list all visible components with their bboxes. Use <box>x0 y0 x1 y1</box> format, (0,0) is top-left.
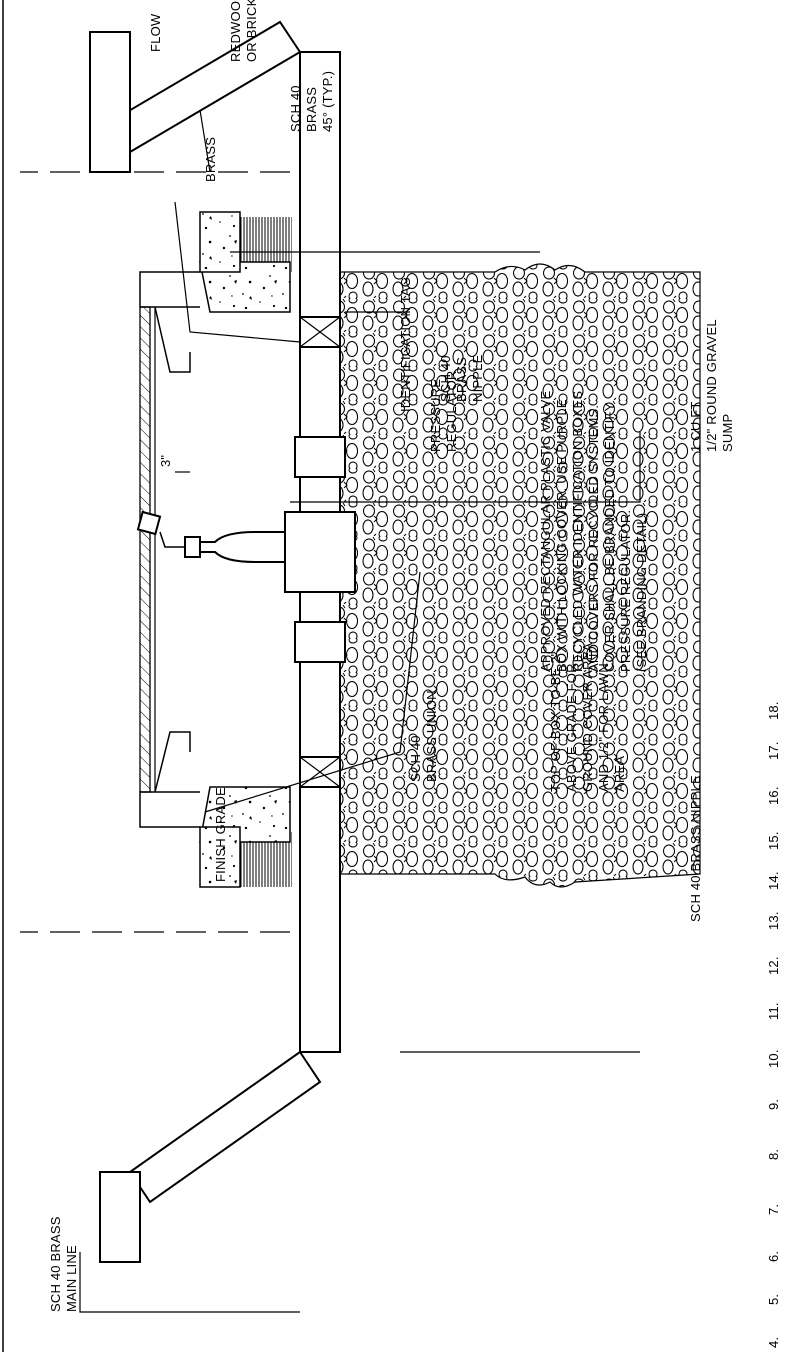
label-identification-tag: IDENTIFICATION TAG <box>398 277 413 412</box>
regulator-bonnet <box>199 531 286 563</box>
legend-number: 11. <box>766 1002 781 1020</box>
legend-number: 17. <box>766 741 781 760</box>
grade-hatch-right <box>240 832 292 887</box>
pipe-45-left <box>108 20 302 154</box>
label-approved-box: APPROVED RECTANGULAR PLASTIC VALVE BOX W… <box>538 387 649 672</box>
label-top-of-box: TOP OF BOX TO BE 2" ABOVE GRADE FOR GROU… <box>548 640 627 792</box>
id-tag <box>136 510 162 536</box>
legend-number: 15. <box>766 831 781 850</box>
cover-lock-left <box>154 306 191 373</box>
legend-number: 18. <box>766 701 781 720</box>
label-sch40-nipple-top: SCH 40 BRASS NIPPLE <box>438 351 485 402</box>
grade-hatch-left <box>240 217 292 272</box>
leader-union <box>204 571 421 813</box>
legend-number: 13. <box>766 911 781 930</box>
label-main-line: SCH 40 BRASS MAIN LINE <box>48 1213 79 1312</box>
label-gravel-sump: 1 CU FT 1/2" ROUND GRAVEL SUMP <box>688 316 735 452</box>
id-tag-wire <box>159 531 185 548</box>
concrete-top-left <box>199 211 241 273</box>
legend-number: 14. <box>766 871 781 890</box>
main-line-stub <box>99 1171 141 1263</box>
pipe-45-right <box>128 1050 322 1204</box>
legend-number: 5. <box>766 1294 781 1305</box>
label-flow: FLOW <box>148 13 163 52</box>
label-pressure-regulator: PRESSURE REGULATOR <box>428 370 459 452</box>
label-sch40-nipple-bottom: SCH 40 BRASS NIPPLE <box>688 775 703 922</box>
label-sch40-union: SCH 40 BRASS UNION <box>408 690 439 782</box>
regulator-tee <box>284 511 356 593</box>
label-brass-pipe: BRASS <box>203 137 218 182</box>
union-left <box>294 436 346 478</box>
leader-regulator <box>290 432 641 503</box>
label-dim-3in: 3" <box>158 455 173 467</box>
label-redwood: REDWOOD 2"x4" OR BRICK (TYP) <box>228 0 259 62</box>
regulator-adjust <box>184 536 201 558</box>
legend-number: 10. <box>766 1049 781 1068</box>
legend-number: 6. <box>766 1251 781 1262</box>
leader-redwood <box>174 201 301 343</box>
legend-number: 9. <box>766 1099 781 1110</box>
box-wall-right <box>139 791 200 828</box>
leader-45 <box>199 109 211 173</box>
legend-number: 12. <box>766 956 781 975</box>
concrete-top-right <box>199 826 241 888</box>
gravel-sump <box>299 263 701 888</box>
legend-number: 8. <box>766 1149 781 1160</box>
label-finish-grade: FINISH GRADE <box>213 787 228 882</box>
flow-inlet <box>89 31 131 173</box>
legend-number: 4. <box>766 1337 781 1348</box>
legend-number: 16. <box>766 786 781 805</box>
leader-main-line <box>79 1252 300 1313</box>
legend-number: 7. <box>766 1204 781 1215</box>
box-wall-left <box>139 271 200 308</box>
legend-numbers: 4. 5. 6. 7. 8. 9. 10. 11. 12. 13. 14. 15. 16. 17. 18. <box>766 701 781 1348</box>
box-cover <box>139 306 151 793</box>
cover-lock-right <box>154 731 191 793</box>
label-sch40-45: SCH 40 BRASS 45° (TYP.) <box>288 71 335 132</box>
union-right <box>294 621 346 663</box>
